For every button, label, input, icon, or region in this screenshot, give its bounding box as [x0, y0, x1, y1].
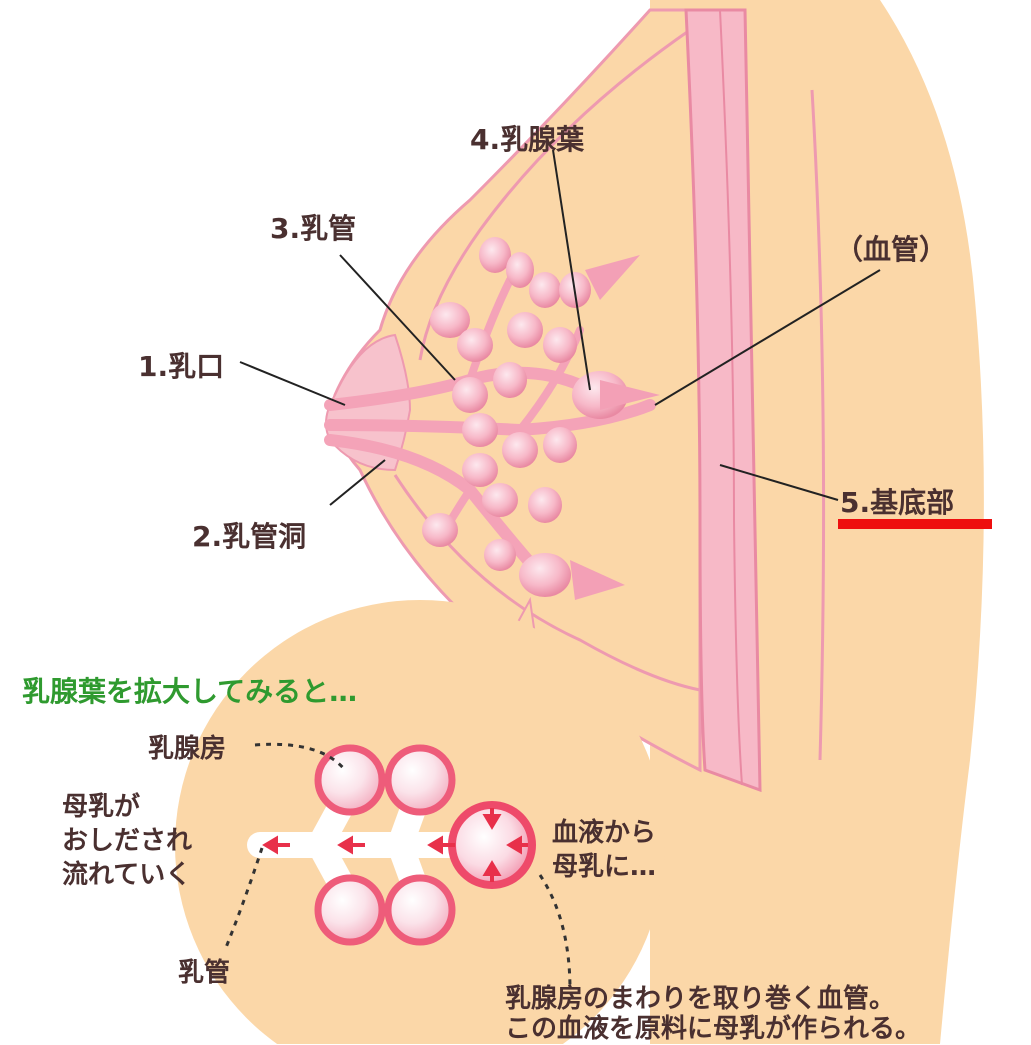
label-milk-flow: 母乳が おしだされ 流れていく [62, 790, 192, 892]
label-base: 5.基底部 [840, 481, 954, 521]
label-nipple: 1.乳口 [138, 345, 224, 385]
label-blood-vessel: （血管） [835, 228, 947, 268]
caption-line-2: この血液を原料に母乳が作られる。 [505, 1008, 921, 1045]
label-zoom-duct: 乳管 [178, 952, 230, 989]
label-lactiferous-sinus: 2.乳管洞 [192, 515, 306, 555]
label-blood-to-milk: 血液から 母乳に… [552, 816, 656, 884]
label-mammary-lobe: 4.乳腺葉 [470, 118, 584, 158]
label-alveolus: 乳腺房 [148, 728, 226, 765]
label-lactiferous-duct: 3.乳管 [270, 207, 356, 247]
zoom-heading: 乳腺葉を拡大してみると… [22, 670, 357, 710]
